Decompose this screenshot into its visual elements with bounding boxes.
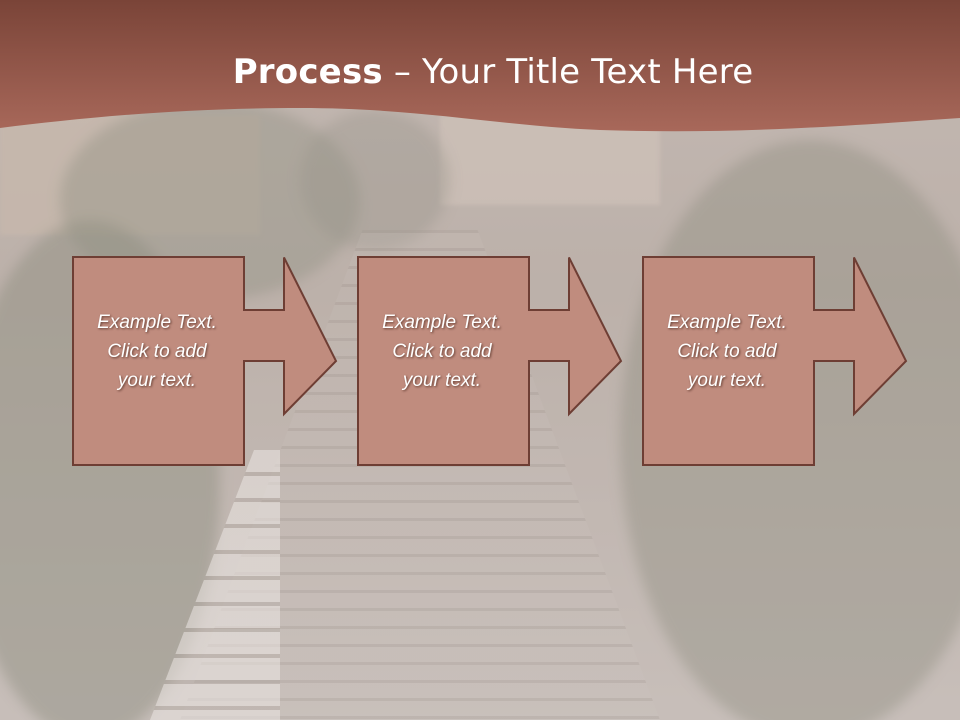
step-reflection bbox=[72, 468, 342, 558]
step-text-line2: Click to add bbox=[392, 341, 492, 362]
title-bold: Process bbox=[232, 52, 383, 92]
step-text-line2: Click to add bbox=[677, 341, 777, 362]
step-reflection bbox=[642, 468, 912, 558]
title-rest: – Your Title Text Here bbox=[382, 52, 754, 92]
step-text: Example Text. Click to add your text. bbox=[642, 308, 812, 395]
step-text: Example Text. Click to add your text. bbox=[357, 308, 527, 395]
process-step-3[interactable]: Example Text. Click to add your text. bbox=[642, 256, 912, 466]
step-text-line1: Example Text. bbox=[97, 312, 217, 333]
arrow-box-shape bbox=[642, 256, 908, 466]
step-text: Example Text. Click to add your text. bbox=[72, 308, 242, 395]
step-text-line1: Example Text. bbox=[382, 312, 502, 333]
background-building-left bbox=[0, 115, 260, 235]
step-text-line2: Click to add bbox=[107, 341, 207, 362]
step-text-line3: your text. bbox=[402, 370, 482, 391]
process-step-1[interactable]: Example Text. Click to add your text. bbox=[72, 256, 342, 466]
step-reflection bbox=[357, 468, 627, 558]
arrow-box-shape bbox=[357, 256, 623, 466]
step-text-line1: Example Text. bbox=[667, 312, 787, 333]
header-band: Process – Your Title Text Here bbox=[0, 0, 960, 140]
page-title[interactable]: Process – Your Title Text Here bbox=[0, 52, 960, 92]
step-text-line3: your text. bbox=[117, 370, 197, 391]
arrow-box-shape bbox=[72, 256, 338, 466]
process-step-2[interactable]: Example Text. Click to add your text. bbox=[357, 256, 627, 466]
step-text-line3: your text. bbox=[687, 370, 767, 391]
